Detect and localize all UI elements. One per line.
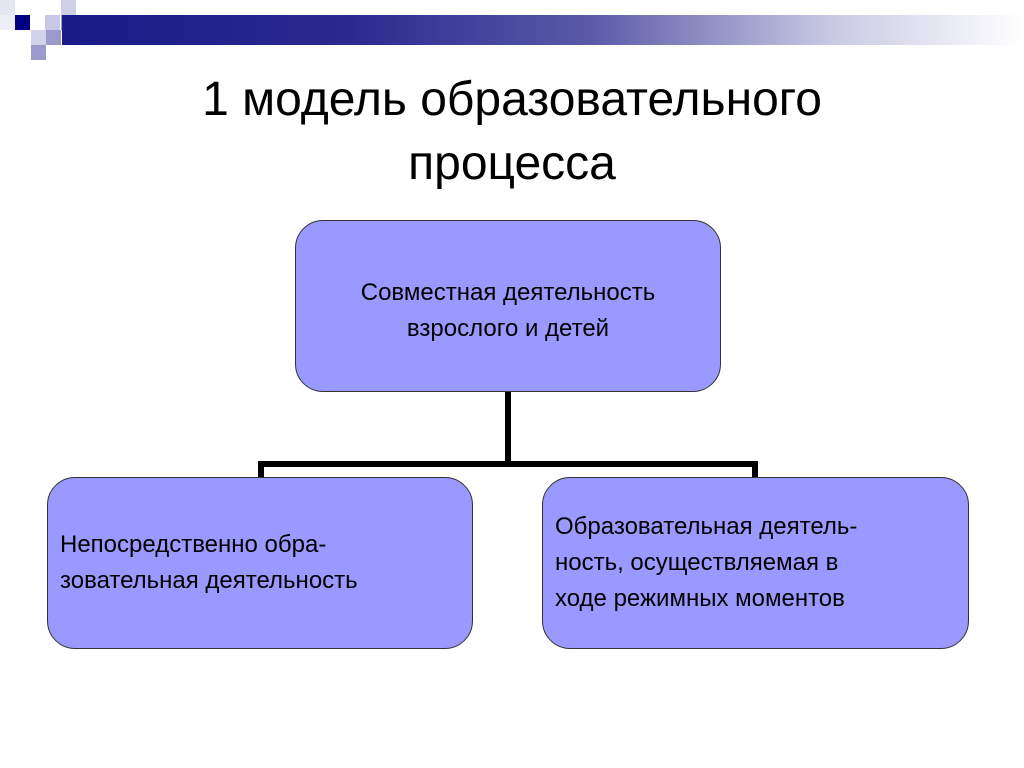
root-node: Совместная деятельность взрослого и дете… [295, 220, 721, 392]
decor-square [31, 45, 46, 60]
node-text: зовательная деятельность [60, 567, 358, 594]
decor-square [46, 30, 61, 45]
node-text: Совместная деятельность [360, 279, 656, 306]
decor-square [31, 30, 46, 45]
connector-horizontal [258, 461, 758, 467]
title-line: процесса [408, 137, 616, 190]
child-node-routine-education: Образовательная деятель- ность, осуществ… [542, 477, 969, 649]
decor-square [15, 15, 30, 30]
connector-right [752, 461, 758, 478]
child-node-direct-education: Непосредственно обра- зовательная деятел… [47, 477, 473, 649]
connector-vertical [505, 391, 511, 465]
connector-left [258, 461, 264, 478]
decor-square [0, 0, 15, 15]
node-text: взрослого и детей [406, 315, 610, 342]
header-bar [62, 15, 1024, 45]
title-line: 1 модель образовательного [202, 73, 822, 126]
slide-title: 1 модель образовательного процесса [0, 68, 1024, 196]
decor-square [61, 0, 76, 15]
node-text: ность, осуществляемая в [555, 549, 839, 576]
decor-square [45, 15, 60, 30]
node-text: Непосредственно обра- [60, 531, 327, 558]
node-text: ходе режимных моментов [555, 585, 845, 612]
decor-square [0, 15, 15, 30]
node-text: Образовательная деятель- [555, 513, 858, 540]
